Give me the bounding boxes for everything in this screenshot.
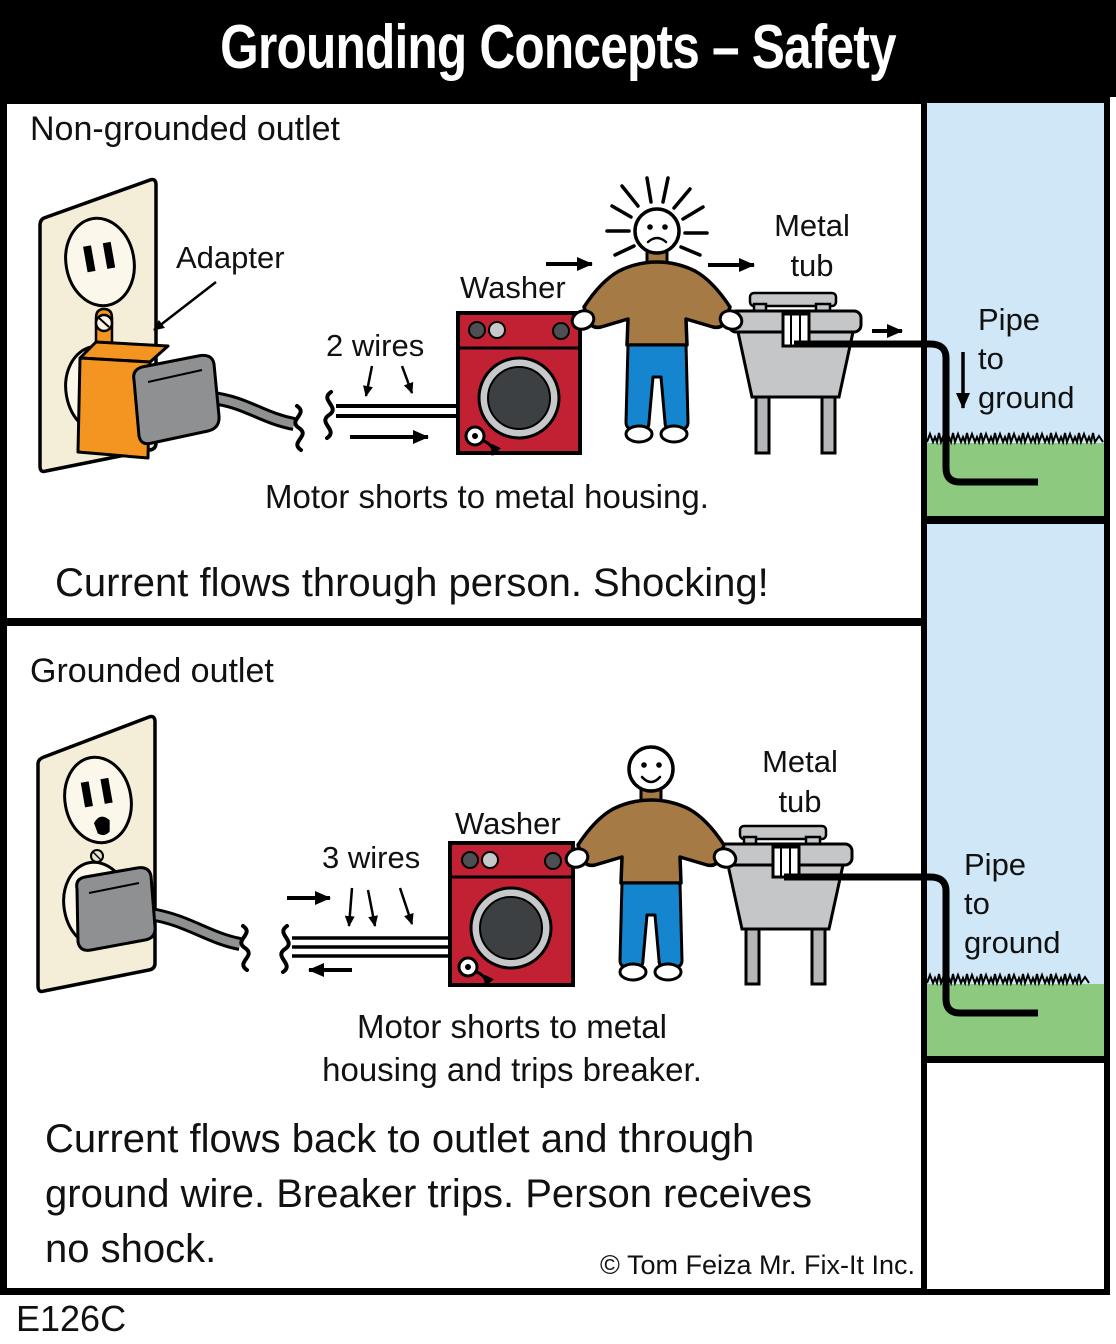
adapter-label: Adapter <box>176 240 285 275</box>
title-bar: Grounding Concepts – Safety <box>0 0 1116 97</box>
pipe-to-ground-label-top: Pipe to ground <box>978 302 1075 415</box>
ground-strip <box>921 97 1110 1295</box>
figure-id: E126C <box>16 1298 127 1339</box>
bottom-panel-heading: Grounded outlet <box>30 652 274 690</box>
page-title: Grounding Concepts – Safety <box>220 13 896 82</box>
top-caption-small: Motor shorts to metal housing. <box>265 478 709 515</box>
metal-tub-label-bottom: Metal tub <box>762 744 838 819</box>
two-wires-label: 2 wires <box>326 328 425 363</box>
sky-bottom <box>927 524 1104 1056</box>
bottom-caption-small: Motor shorts to metal housing and trips … <box>322 1008 702 1088</box>
copyright-credit: © Tom Feiza Mr. Fix-It Inc. <box>600 1250 915 1280</box>
top-caption-large: Current flows through person. Shocking! <box>55 561 769 605</box>
pipe-to-ground-label-bottom: Pipe to ground <box>964 847 1061 960</box>
washer-label-top: Washer <box>460 270 566 305</box>
three-wires-label: 3 wires <box>322 840 421 875</box>
strip-divider-1 <box>927 516 1104 524</box>
bottom-caption-large: Current flows back to outlet and through… <box>45 1117 812 1271</box>
washer-label-bottom: Washer <box>455 806 561 841</box>
ground-bottom <box>927 984 1104 1056</box>
metal-tub-label-top: Metal tub <box>774 208 850 283</box>
ground-top <box>927 443 1104 516</box>
panel-divider <box>7 618 921 626</box>
strip-divider-2 <box>927 1056 1104 1063</box>
top-panel-heading: Non-grounded outlet <box>30 110 341 148</box>
